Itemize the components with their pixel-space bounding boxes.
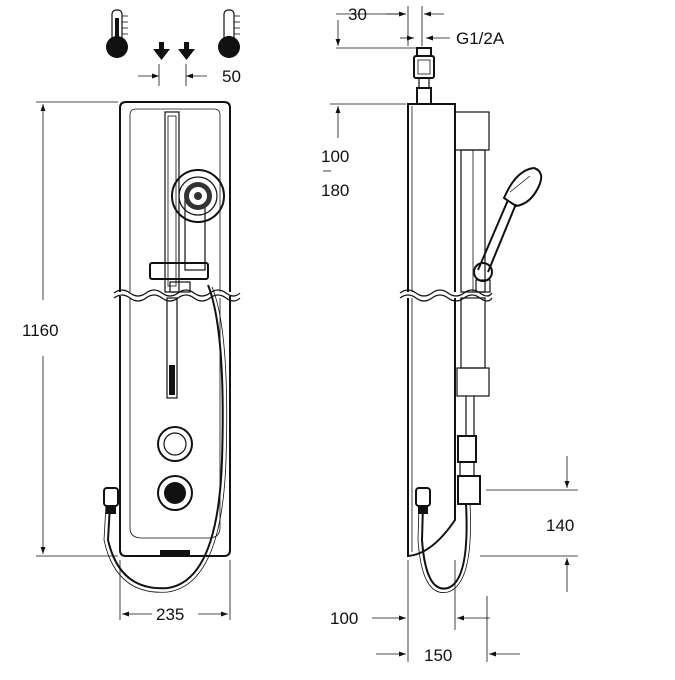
dim-outlet-height: 140 bbox=[546, 516, 574, 535]
dim-thread: G1/2A bbox=[456, 29, 505, 48]
dim-top-range-b: 180 bbox=[321, 181, 349, 200]
arrow-down-icon bbox=[153, 42, 195, 60]
dim-inlet-offset: 30 bbox=[348, 5, 367, 24]
thermometer-cold-icon bbox=[218, 9, 240, 58]
dim-inlet-spacing: 50 bbox=[222, 67, 241, 86]
thermometer-hot-icon bbox=[106, 9, 128, 58]
dim-width: 235 bbox=[156, 605, 184, 624]
dim-top-range-a: 100 bbox=[321, 147, 349, 166]
front-view-panel bbox=[103, 101, 241, 593]
side-view-panel bbox=[399, 47, 543, 593]
side-view-dimensions bbox=[330, 6, 578, 662]
dim-depth: 150 bbox=[424, 646, 452, 665]
front-view-dimensions bbox=[36, 64, 231, 620]
dim-wall-distance: 100 bbox=[330, 609, 358, 628]
dim-height: 1160 bbox=[22, 321, 59, 340]
